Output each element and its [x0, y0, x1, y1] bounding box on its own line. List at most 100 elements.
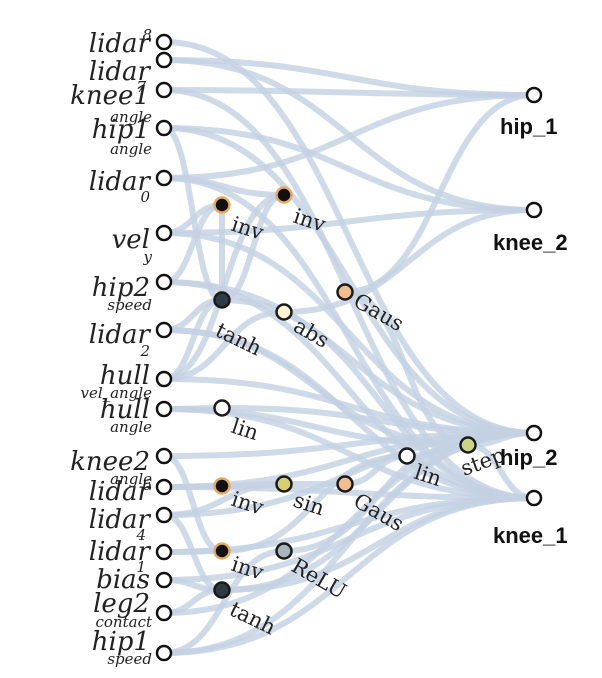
input-label-lidar0: lidar	[89, 167, 152, 197]
input-node-lidar2	[155, 321, 173, 339]
hidden-node-relu	[275, 542, 293, 560]
edge-vel_y-to-knee_2	[161, 207, 537, 236]
hidden-node-gaus2	[336, 475, 354, 493]
input-node-hull_vel_angle	[155, 370, 173, 388]
input-sublabel-hull_vel_angle: vel_angle	[80, 384, 152, 402]
output-label-hip_1: hip_1	[500, 114, 557, 139]
input-sublabel-lidar1: 1	[136, 558, 146, 576]
hidden-node-inv2	[275, 186, 293, 204]
output-node-hip_2	[525, 424, 543, 442]
input-node-lidar1	[155, 543, 173, 561]
input-sublabel-leg2_contact: contact	[96, 613, 153, 631]
edge-hip2_speed-to-inv1	[161, 202, 225, 285]
hidden-label-inv3: inv	[228, 487, 266, 520]
input-node-vel_y	[155, 224, 173, 242]
edge-hip1_speed-to-relu	[161, 548, 287, 656]
input-label-hip1_speed: hip1	[92, 627, 150, 657]
edge-knee1_angle-to-hip_1	[161, 87, 537, 98]
input-sublabel-hip1_speed: speed	[107, 650, 152, 668]
edge-hip1_angle-to-tanh1	[161, 125, 225, 303]
edge-gaus1-to-step	[342, 289, 471, 448]
input-node-lidar4	[155, 506, 173, 524]
hidden-node-inv3	[213, 477, 231, 495]
input-sublabel-lidar7: 7	[136, 78, 146, 96]
hidden-node-abs	[275, 303, 293, 321]
input-node-knee2_angle	[155, 447, 173, 465]
input-sublabel-vel_y: y	[143, 248, 153, 266]
edge-inv3-to-sin	[219, 481, 287, 489]
input-label-lidar1: lidar	[89, 537, 152, 567]
input-node-lidar0	[155, 169, 173, 187]
edge-relu-to-step	[281, 442, 471, 554]
edge-hull_vel_angle-to-abs	[161, 309, 287, 382]
input-node-lidar6	[155, 478, 173, 496]
input-node-leg2_contact	[155, 604, 173, 622]
edge-hull_vel_angle-to-tanh1	[161, 297, 225, 382]
input-label-hip2_speed: hip2	[92, 273, 150, 303]
input-label-hip1_angle: hip1	[92, 115, 150, 145]
hidden-node-lin2	[398, 447, 416, 465]
input-label-hull_angle: hull	[100, 395, 150, 425]
edge-inv4-to-lin2	[219, 453, 410, 554]
input-node-lidar8	[155, 33, 173, 51]
edge-tanh2-to-knee_1	[219, 495, 537, 593]
input-node-hip2_speed	[155, 273, 173, 291]
hidden-node-gaus1	[336, 283, 354, 301]
input-sublabel-knee1_angle: angle	[110, 108, 152, 126]
edge-knee2_angle-to-inv4	[161, 453, 225, 554]
input-sublabel-knee2_angle: angle	[110, 470, 152, 488]
hidden-node-tanh1	[213, 291, 231, 309]
edge-hip1_angle-to-hip_2	[161, 125, 537, 436]
edges-layer	[161, 39, 537, 656]
input-node-knee1_angle	[155, 81, 173, 99]
input-sublabel-lidar4: 4	[135, 526, 146, 544]
input-sublabel-hip2_speed: speed	[107, 296, 152, 314]
input-label-hull_vel_angle: hull	[100, 361, 150, 391]
input-sublabel-hull_angle: angle	[110, 418, 152, 436]
edge-abs-to-knee_2	[281, 207, 537, 315]
input-sublabel-hip1_angle: angle	[110, 140, 152, 158]
edge-hip1_angle-to-knee_2	[161, 125, 537, 213]
edge-hip2_speed-to-hip_2	[161, 279, 537, 436]
edge-inv2-to-tanh1	[219, 192, 287, 303]
input-label-lidar8: lidar	[89, 29, 152, 59]
input-node-hull_angle	[155, 400, 173, 418]
edge-hull_angle-to-knee_1	[161, 406, 537, 501]
output-label-knee_1: knee_1	[493, 523, 568, 548]
edge-lidar0-to-hip_1	[161, 92, 537, 181]
input-label-lidar6: lidar	[89, 477, 152, 507]
input-node-hip1_speed	[155, 644, 173, 662]
output-node-hip_1	[525, 86, 543, 104]
input-node-lidar7	[155, 51, 173, 69]
output-label-hip_2: hip_2	[500, 445, 557, 470]
input-sublabel-lidar6: 6	[142, 476, 152, 494]
edge-lin1-to-hip_2	[219, 405, 537, 436]
output-node-knee_2	[525, 201, 543, 219]
input-label-knee2_angle: knee2	[70, 447, 150, 477]
input-label-lidar4: lidar	[89, 505, 152, 535]
edge-tanh2-to-hip_2	[219, 430, 537, 593]
input-label-knee1_angle: knee1	[70, 81, 150, 111]
hidden-node-lin1	[213, 399, 231, 417]
hidden-node-inv4	[213, 542, 231, 560]
input-node-hip1_angle	[155, 119, 173, 137]
input-node-bias	[155, 571, 173, 589]
hidden-node-step	[459, 436, 477, 454]
labels-layer: lidar8lidar7knee1anglehip1anglelidar0vel…	[70, 26, 567, 668]
input-sublabel-lidar8: 8	[142, 26, 152, 44]
output-label-knee_2: knee_2	[493, 230, 568, 255]
input-label-vel_y: vel	[112, 225, 150, 255]
nodes-layer	[155, 33, 543, 662]
hidden-node-tanh2	[213, 581, 231, 599]
input-label-leg2_contact: leg2	[93, 589, 150, 619]
hidden-node-inv1	[213, 196, 231, 214]
input-label-lidar7: lidar	[89, 57, 152, 87]
edge-gaus1-to-hip_1	[342, 92, 537, 295]
input-sublabel-lidar0: 0	[140, 188, 150, 206]
output-node-knee_1	[525, 489, 543, 507]
hidden-node-sin	[275, 475, 293, 493]
input-label-lidar2: lidar	[89, 320, 152, 350]
input-label-bias: bias	[96, 565, 150, 595]
input-sublabel-lidar2: 2	[139, 342, 150, 360]
